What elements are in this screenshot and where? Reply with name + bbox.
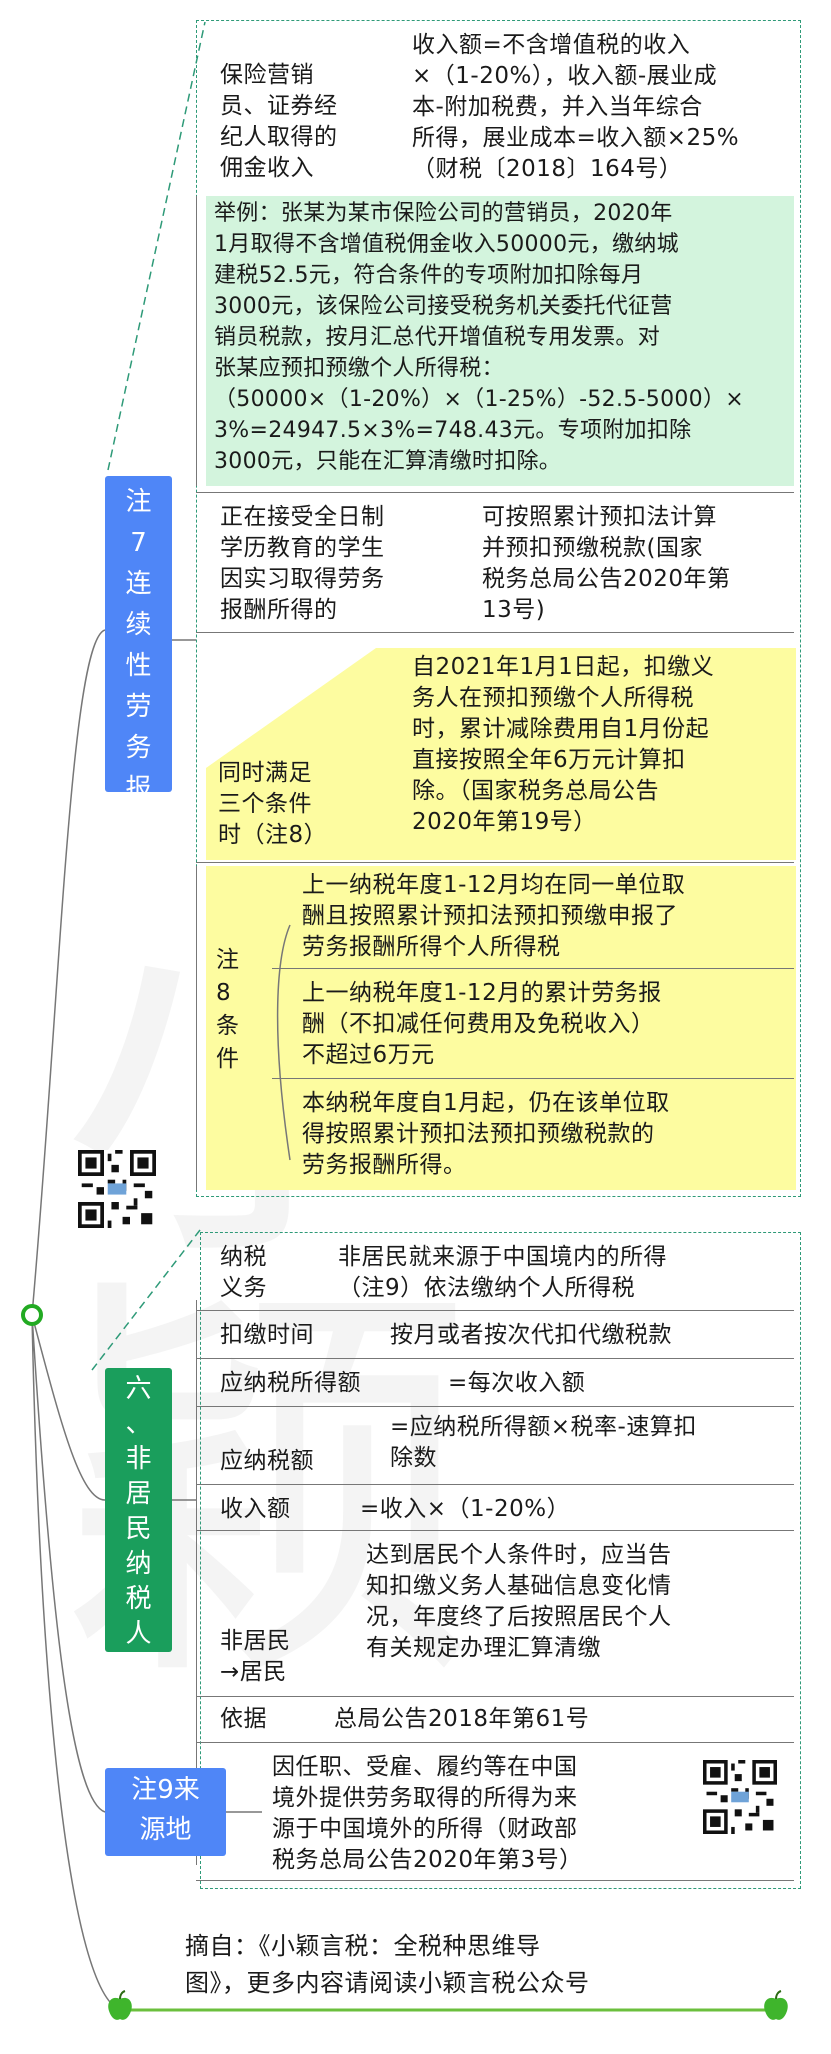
qr-code-icon: [78, 1150, 156, 1228]
footer-text: 摘自：《小颖言税：全税种思维导 图》，更多内容请阅读小颖言税公众号: [185, 1932, 590, 1997]
s6-label-3: 应纳税所得额: [220, 1370, 361, 1396]
note8-divider-1: [272, 968, 794, 969]
note8-cond-2: 上一纳税年度1-12月的累计劳务报 酬（不扣减任何费用及免税收入） 不超过6万元: [302, 980, 662, 1068]
note8-curve: [276, 924, 291, 1161]
section6-tag: 六 、 非 居 民 纳 税 人: [105, 1368, 172, 1652]
s6-label-7: 依据: [220, 1706, 267, 1732]
s6-divider-6: [196, 1696, 794, 1697]
note8-box: [206, 866, 796, 1190]
s6-value-1: 非居民就来源于中国境内的所得 （注9）依法缴纳个人所得税: [338, 1244, 667, 1301]
s6-divider-7: [196, 1742, 794, 1743]
s6-divider-2: [196, 1358, 794, 1359]
s6-value-3: =每次收入额: [448, 1370, 586, 1396]
dash-diag-mid: [91, 1229, 201, 1371]
example-text: 举例：张某为某市保险公司的营销员，2020年 1月取得不含增值税佣金收入5000…: [214, 201, 745, 474]
s6-value-6: 达到居民个人条件时，应当告 知扣缴义务人基础信息变化情 况，年度终了后按照居民个…: [366, 1542, 672, 1661]
s6-label-1: 纳税 义务: [220, 1244, 267, 1301]
qr-code-icon-2: [703, 1760, 777, 1834]
note9-text: 因任职、受雇、履约等在中国 境外提供劳务取得的所得为来 源于中国境外的所得（财政…: [272, 1754, 583, 1873]
student-underline: [196, 632, 794, 633]
dash-diag-top: [107, 21, 206, 471]
s6-divider-4: [196, 1484, 794, 1485]
note8-cond-1: 上一纳税年度1-12月均在同一单位取 酬且按照累计预扣法预扣预缴申报了 劳务报酬…: [302, 872, 686, 960]
section7-frame: [196, 20, 801, 1197]
example-box: [206, 196, 794, 486]
s6-divider-3: [196, 1406, 794, 1407]
s6-value-4: =应纳税所得额×税率-速算扣 除数: [390, 1414, 697, 1471]
note8-cond-3: 本纳税年度自1月起，仍在该单位取 得按照累计预扣法预扣预缴税款的 劳务报酬所得。: [302, 1090, 670, 1178]
insurance-rule: 收入额=不含增值税的收入 ×（1-20%），收入额-展业成 本-附加税费，并入当…: [412, 32, 740, 182]
s6-label-2: 扣缴时间: [220, 1322, 314, 1348]
student-divider: [196, 492, 794, 493]
three-cond-label: 同时满足 三个条件 时（注8）: [218, 760, 328, 848]
s6-divider-1: [196, 1310, 794, 1311]
branch-curve-section7: [31, 629, 106, 1316]
note8-tag: 注 8 条 件: [216, 947, 240, 1072]
s6-value-5: =收入×（1-20%）: [360, 1496, 571, 1522]
branch-curve-note9: [31, 1314, 106, 1813]
note8-bracket: [196, 866, 197, 1190]
s6-label-6: 非居民 →居民: [220, 1628, 291, 1685]
apple-icon-left: [108, 1990, 132, 2020]
student-rule: 可按照累计预扣法计算 并预扣预缴税款(国家 税务总局公告2020年第 13号): [482, 504, 731, 623]
root-node: [21, 1304, 43, 1326]
student-label: 正在接受全日制 学历教育的学生 因实习取得劳务 报酬所得的: [220, 504, 385, 623]
s6-divider-5: [196, 1530, 794, 1531]
section6-bracket: [196, 1300, 197, 1865]
section7-tag: 注 7 连 续 性 劳 务 报 酬: [105, 476, 172, 845]
example-bracket: [196, 196, 197, 486]
s6-label-4: 应纳税额: [220, 1448, 314, 1474]
s6-label-5: 收入额: [220, 1496, 291, 1522]
branch-curve-section6: [31, 1314, 106, 1501]
note9-divider: [196, 1880, 794, 1881]
note9-tag: 注9来 源地: [105, 1768, 226, 1856]
s6-value-2: 按月或者按次代扣代缴税款: [390, 1322, 672, 1348]
branch-curve-footer: [31, 1314, 121, 2011]
insurance-label: 保险营销 员、证券经 纪人取得的 佣金收入: [220, 62, 338, 181]
note8-divider-2: [272, 1078, 794, 1079]
s6-value-7: 总局公告2018年第61号: [334, 1706, 590, 1732]
three-cond-rule: 自2021年1月1日起，扣缴义 务人在预扣预缴个人所得税 时，累计减除费用自1月…: [412, 654, 715, 835]
section6-frame: [200, 1232, 801, 1889]
three-cond-underline: [196, 862, 794, 863]
apple-icon-right: [764, 1990, 788, 2020]
